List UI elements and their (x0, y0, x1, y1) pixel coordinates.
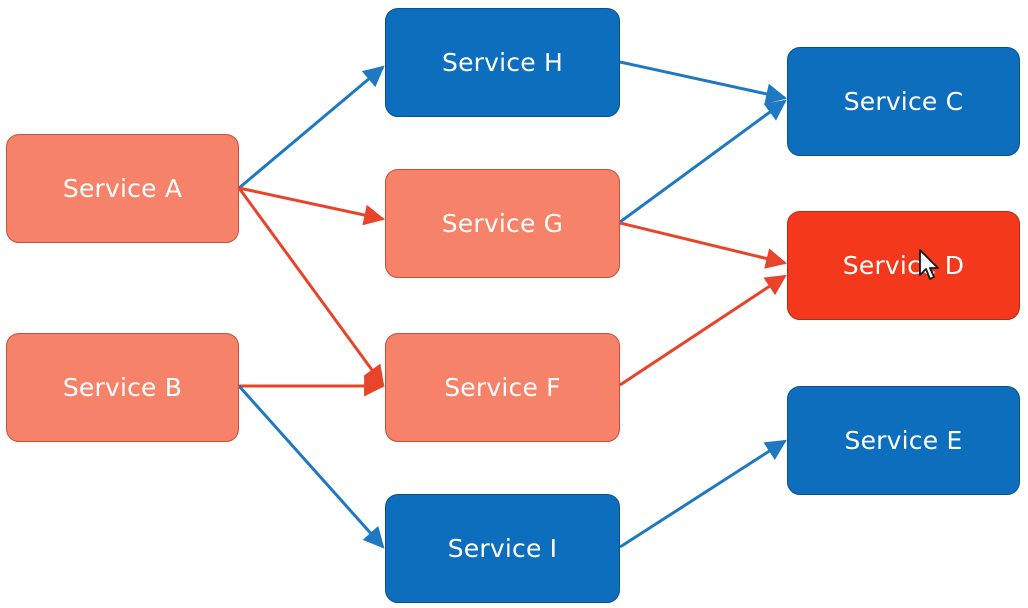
edge-a-g (238, 186, 386, 226)
service-e-label: Service E (844, 426, 963, 455)
edge-f-d (619, 274, 787, 387)
service-g-node[interactable]: Service G (385, 169, 620, 278)
edge-a-h (238, 65, 385, 190)
service-a-label: Service A (62, 174, 183, 203)
service-b-node[interactable]: Service B (6, 333, 239, 442)
service-d-node[interactable]: Service D (787, 211, 1020, 320)
service-h-node[interactable]: Service H (385, 8, 620, 117)
service-h-label: Service H (442, 48, 563, 77)
service-i-node[interactable]: Service I (385, 494, 620, 603)
service-i-label: Service I (447, 534, 558, 563)
edge-g-c (619, 99, 787, 224)
edge-a-f (237, 187, 385, 387)
service-f-label: Service F (444, 373, 561, 402)
edge-h-c (619, 60, 788, 105)
mouse-pointer-icon (919, 249, 939, 280)
edge-b-i (237, 385, 385, 549)
service-a-node[interactable]: Service A (6, 134, 239, 243)
edge-g-d (619, 221, 788, 269)
service-c-node[interactable]: Service C (787, 47, 1020, 156)
service-b-label: Service B (62, 373, 183, 402)
service-d-label: Service D (842, 251, 965, 280)
service-g-label: Service G (441, 209, 564, 238)
service-e-node[interactable]: Service E (787, 386, 1020, 495)
service-c-label: Service C (843, 87, 964, 116)
service-f-node[interactable]: Service F (385, 333, 620, 442)
edge-i-e (619, 439, 787, 549)
